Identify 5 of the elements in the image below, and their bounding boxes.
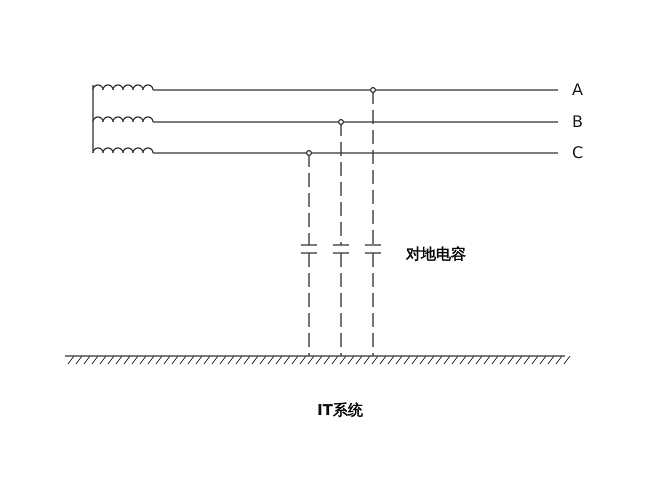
capacitance-label: 对地电容 xyxy=(406,247,466,262)
phase-label: C xyxy=(572,145,584,161)
phase-label: A xyxy=(572,82,583,98)
diagram-caption: IT系统 xyxy=(316,401,364,420)
phase-label: B xyxy=(572,114,583,130)
